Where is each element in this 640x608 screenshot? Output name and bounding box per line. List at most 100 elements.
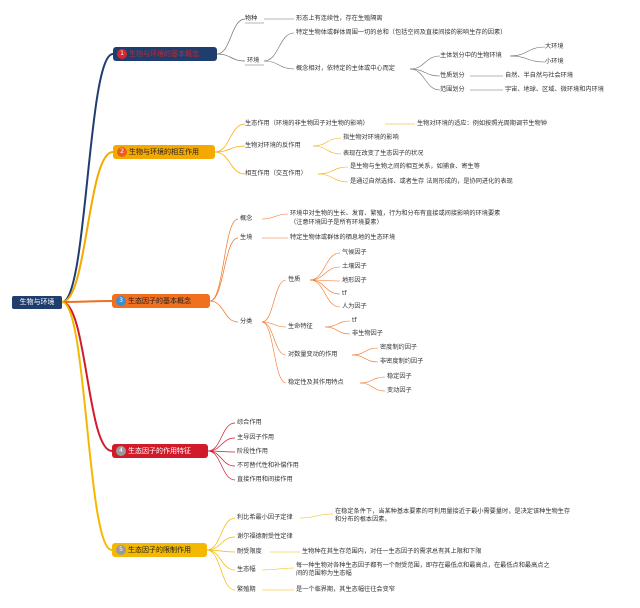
b5-amplitude[interactable]: 生态幅	[237, 566, 256, 573]
b1-wuzhong-desc: 形态上有连续性，存在生殖隔离	[296, 15, 383, 22]
connector-line	[309, 279, 341, 308]
connector-line	[509, 55, 546, 63]
b1-div-range: 范围划分	[440, 86, 465, 93]
b5-liebig-desc: 在稳定条件下，当某种基本要素的可利用量接近于最小需要量时，是决定该种生物生存和分…	[335, 508, 571, 523]
b4-f2[interactable]: 主导因子作用	[237, 434, 275, 441]
b1-div-range-desc: 宇宙、地球、区域、微环境和内环境	[505, 86, 604, 93]
b5-critical[interactable]: 繁殖期	[237, 586, 256, 593]
b3-l2: 非生物因子	[352, 330, 383, 337]
connector-line	[61, 151, 114, 303]
b3-stab: 稳定性及其作用特点	[288, 379, 344, 386]
connector-line	[206, 549, 236, 571]
branch-1-node[interactable]: 1 生物与环境的基本概念	[113, 47, 217, 61]
b1-huanjing-desc2: 概念相对，依特定的主体或中心而定	[296, 65, 395, 72]
b3-life: 生命特征	[288, 323, 313, 330]
b2-reaction-d1: 指生物对环境的影响	[343, 134, 399, 141]
b1-small-env: 小环境	[545, 58, 564, 65]
connector-line	[299, 513, 334, 519]
b3-pop: 对数量变动的作用	[288, 351, 338, 358]
branch-5-number: 5	[116, 545, 126, 555]
connector-line	[209, 300, 239, 323]
branch-5-node[interactable]: 5 生态因子的限制作用	[112, 543, 207, 557]
connector-line	[216, 53, 246, 62]
branch-1-title: 生物与环境的基本概念	[129, 50, 199, 58]
connector-line	[359, 382, 386, 392]
connector-line	[216, 18, 246, 55]
b3-concept[interactable]: 概念	[240, 215, 253, 222]
branch-3-number: 3	[116, 296, 126, 306]
branch-1-number: 1	[117, 49, 127, 59]
branch-4-number: 4	[116, 446, 126, 456]
b1-big-env: 大环境	[545, 43, 564, 50]
connector-line	[261, 279, 287, 323]
connector-line	[261, 321, 287, 328]
branch-4-node[interactable]: 4 生态因子的作用特征	[112, 444, 208, 458]
connector-line	[207, 450, 236, 481]
b4-f1[interactable]: 综合作用	[237, 419, 262, 426]
b3-concept-d1: 环境中对生物的生长、发育、繁殖，行为和分布有直接或间接影响的环境要素	[290, 210, 501, 217]
connector-line	[206, 517, 236, 551]
b3-p1: 密度制约因子	[380, 344, 418, 351]
branch-2-node[interactable]: 2 生物与环境的相互作用	[113, 145, 215, 159]
b2-inter[interactable]: 相互作用（交互作用）	[245, 170, 307, 177]
b4-f3[interactable]: 阶段性作用	[237, 448, 268, 455]
connector-line	[309, 266, 341, 281]
b3-n2: 土壤因子	[342, 263, 367, 270]
b5-critical-desc: 是一个临界期，其生态幅往往会变窄	[296, 586, 395, 593]
branch-3-node[interactable]: 3 生态因子的基本概念	[112, 294, 210, 308]
b5-tolerance[interactable]: 耐受限度	[237, 548, 262, 555]
connector-line	[312, 137, 342, 147]
b3-s1: 稳定因子	[387, 373, 412, 380]
root-node[interactable]: 生物与环境	[12, 296, 62, 309]
b2-reaction-d2: 表现在改变了生态因子的状况	[343, 150, 424, 157]
b5-shelford[interactable]: 谢尔福德耐受性定律	[237, 533, 293, 540]
connector-line	[263, 60, 295, 70]
b4-f5[interactable]: 直接作用和间接作用	[237, 476, 293, 483]
connector-line	[409, 68, 441, 91]
b1-wuzhong[interactable]: 物种	[245, 15, 258, 22]
b3-s2: 变动因子	[387, 387, 412, 394]
b3-n5: 人为因子	[342, 303, 367, 310]
connector-line	[207, 422, 236, 452]
connector-line	[261, 213, 289, 220]
connector-line	[324, 320, 351, 328]
branch-4-title: 生态因子的作用特征	[128, 447, 191, 455]
b2-reaction[interactable]: 生物对环境的反作用	[245, 142, 301, 149]
connector-line	[207, 437, 236, 452]
b1-huanjing[interactable]: 环境	[247, 57, 260, 64]
b2-inter-d1: 是生物与生物之间的相互关系，如捕食、寄生等	[350, 163, 480, 170]
b3-classify[interactable]: 分类	[240, 318, 253, 325]
connector-line	[261, 321, 287, 384]
branch-3-title: 生态因子的基本概念	[128, 297, 191, 305]
connector-line	[209, 218, 239, 302]
connector-line	[263, 32, 295, 62]
connector-line	[214, 123, 246, 153]
b2-inter-d2: 是通过自然选择、或者生存 法则形成的，是协同进化的表现	[350, 178, 513, 185]
b3-habitat-desc: 特定生物体或群体的栖息地的生态环境	[290, 234, 396, 241]
connector-line	[509, 46, 546, 57]
b3-habitat[interactable]: 生境	[240, 234, 253, 241]
b3-n4: tf	[342, 290, 347, 297]
b3-concept-d2: （注意环境因子是所有环境要素）	[290, 219, 383, 226]
connector-line	[61, 300, 113, 303]
b5-liebig[interactable]: 利比希最小因子定律	[237, 514, 293, 521]
b3-l1: tf	[352, 317, 357, 324]
connector-line	[317, 173, 349, 183]
connector-line	[309, 252, 341, 281]
connector-line	[351, 347, 379, 356]
b2-action-desc: 生物对环境的适应：例如按照光周期调节生物钟	[417, 120, 547, 127]
branch-5-title: 生态因子的限制作用	[128, 546, 191, 554]
connector-line	[206, 549, 236, 591]
connector-line	[309, 279, 341, 295]
b5-amplitude-desc: 每一种生物对各种生态因子都有一个耐受范围，即存在最低点和最高点，在最低点和最高点…	[296, 562, 550, 577]
b1-div-subject: 主体划分中的生物环境	[440, 52, 502, 59]
b5-tolerance-desc: 生物种在其生存范围内，对任一生态因子的需求总有其上限和下限	[302, 548, 482, 555]
connector-line	[61, 53, 114, 303]
branch-2-title: 生物与环境的相互作用	[129, 148, 199, 156]
b1-div-nature: 性质划分	[440, 72, 465, 79]
connector-line	[312, 145, 342, 155]
b4-f4[interactable]: 不可替代性和补偿作用	[237, 462, 299, 469]
b1-huanjing-desc1: 特定生物体或群体周围一切的总和（包括空间及直接间接的影响生存的因素）	[296, 29, 507, 36]
b2-action[interactable]: 生态作用（环境的非生物因子对生物的影响）	[245, 120, 369, 127]
